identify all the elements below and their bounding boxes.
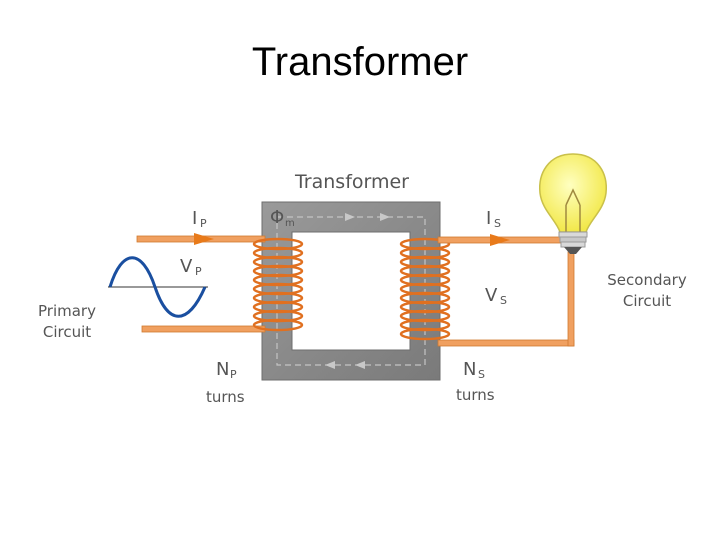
flux-subscript: m — [285, 218, 295, 229]
coil-winding — [399, 327, 451, 341]
primary-current-label: I P — [192, 208, 207, 230]
secondary-voltage-symbol: V — [485, 285, 498, 306]
secondary-turns-label: N S turns — [456, 359, 495, 404]
primary-turns-word: turns — [206, 388, 245, 406]
primary-current-arrow — [194, 233, 214, 245]
secondary-turns-word: turns — [456, 386, 495, 404]
secondary-voltage-label: V S — [485, 285, 507, 307]
primary-current-symbol: I — [192, 208, 197, 229]
flux-label: Φ m — [270, 207, 295, 229]
diagram-header: Transformer — [294, 171, 409, 193]
primary-voltage-symbol: V — [180, 256, 193, 277]
secondary-circuit-line1: Secondary — [607, 271, 687, 289]
secondary-voltage-subscript: S — [500, 294, 507, 307]
secondary-coil — [399, 237, 451, 341]
secondary-wires — [437, 236, 575, 347]
primary-wires — [136, 235, 266, 333]
secondary-current-symbol: I — [486, 208, 491, 229]
slide-title: Transformer — [251, 40, 469, 84]
primary-current-subscript: P — [200, 217, 207, 230]
primary-circuit-line2: Circuit — [43, 323, 91, 341]
ac-sine-wave-icon — [108, 256, 208, 318]
light-bulb-icon — [539, 153, 607, 254]
secondary-current-arrow — [490, 234, 510, 246]
flux-arrow-top — [345, 213, 390, 221]
primary-circuit-label: Primary Circuit — [38, 302, 96, 341]
iron-core — [261, 201, 441, 381]
secondary-turns-symbol: N — [463, 359, 476, 380]
primary-turns-subscript: P — [230, 368, 237, 381]
primary-coil — [252, 237, 304, 332]
primary-turns-symbol: N — [216, 359, 229, 380]
secondary-current-label: I S — [486, 208, 501, 230]
primary-circuit-line1: Primary — [38, 302, 96, 320]
secondary-circuit-line2: Circuit — [623, 292, 671, 310]
flux-symbol: Φ — [270, 207, 284, 228]
coil-winding — [252, 318, 304, 332]
primary-voltage-label: V P — [180, 256, 202, 278]
primary-voltage-subscript: P — [195, 265, 202, 278]
flux-arrow-bottom — [325, 361, 365, 369]
secondary-turns-subscript: S — [478, 368, 485, 381]
primary-turns-label: N P turns — [206, 359, 245, 406]
secondary-current-subscript: S — [494, 217, 501, 230]
secondary-circuit-label: Secondary Circuit — [607, 271, 687, 310]
